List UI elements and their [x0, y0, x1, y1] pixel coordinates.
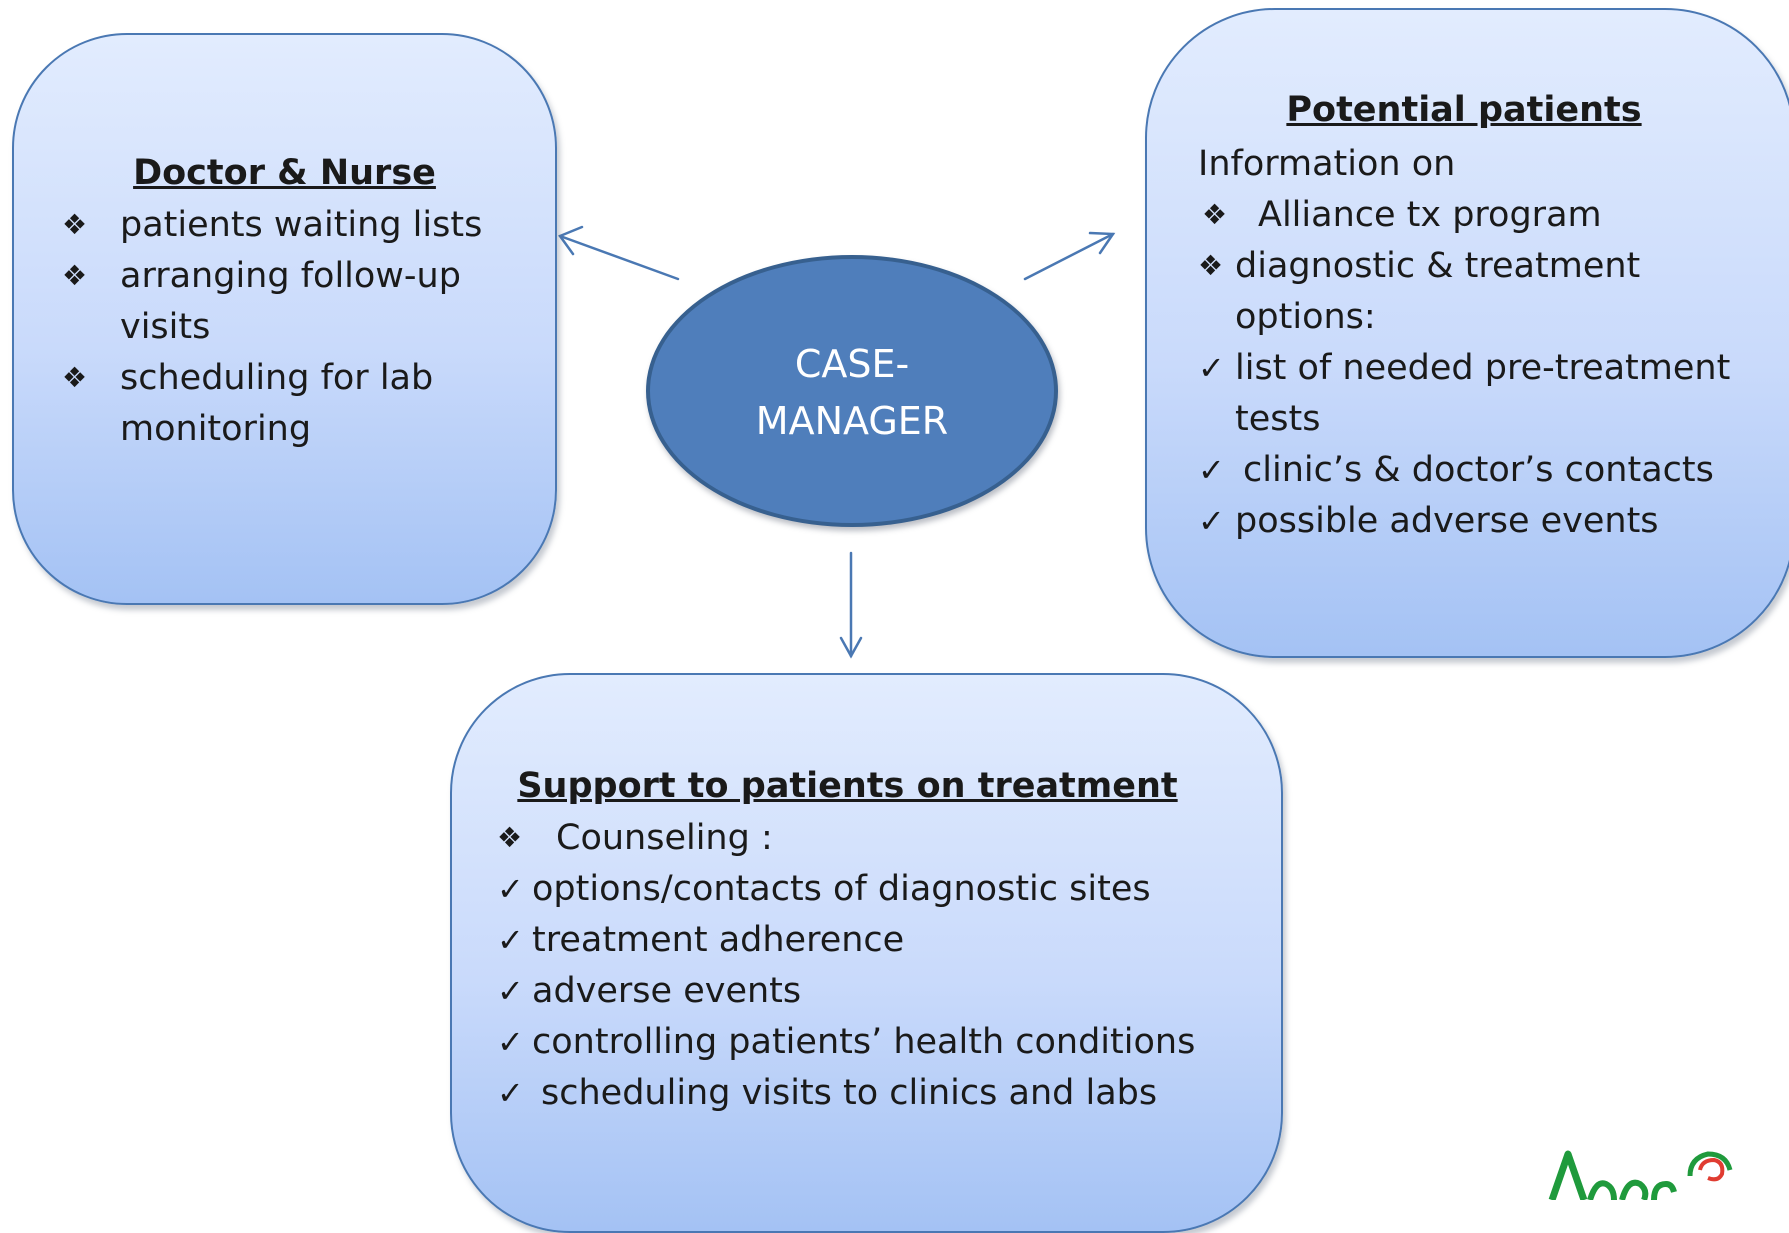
alliance-logo: [1548, 1150, 1733, 1200]
doctor-item-follow-up: arranging follow-up: [120, 256, 461, 296]
patients-item-adverse: possible adverse events: [1235, 501, 1659, 541]
support-item-diagnostic-sites: options/contacts of diagnostic sites: [532, 869, 1151, 909]
doctor-item-lab-scheduling-cont: monitoring: [120, 409, 312, 449]
support-item-adherence: treatment adherence: [532, 920, 905, 960]
arrow-to-patients: [1023, 232, 1115, 281]
potential-patients-title: Potential patients: [1286, 90, 1642, 130]
bullet-icon: ❖: [1202, 198, 1228, 231]
support-item-counseling: Counseling :: [556, 818, 773, 858]
patients-item-alliance: Alliance tx program: [1258, 195, 1602, 235]
support-title: Support to patients on treatment: [517, 766, 1178, 806]
bullet-icon: ❖: [62, 208, 88, 241]
connector-arrows: [558, 225, 1116, 659]
patients-item-contacts: clinic’s & doctor’s contacts: [1243, 450, 1714, 490]
doctor-nurse-title: Doctor & Nurse: [133, 153, 436, 193]
check-icon: ✓: [497, 870, 524, 908]
support-item-adverse: adverse events: [532, 971, 802, 1011]
check-icon: ✓: [497, 921, 524, 959]
case-manager-label: CASE- MANAGER: [755, 342, 949, 443]
support-item-health: controlling patients’ health conditions: [532, 1022, 1196, 1062]
bullet-icon: ❖: [62, 259, 88, 292]
check-icon: ✓: [1198, 451, 1225, 489]
check-icon: ✓: [1198, 502, 1225, 540]
bullet-icon: ❖: [497, 821, 523, 854]
support-item-visits: scheduling visits to clinics and labs: [541, 1073, 1158, 1113]
check-icon: ✓: [497, 1074, 524, 1112]
case-manager-node: [646, 255, 1058, 527]
patients-item-pretreatment: list of needed pre-treatment: [1235, 348, 1731, 388]
patients-item-options: diagnostic & treatment: [1235, 246, 1641, 286]
patients-item-options-cont: options:: [1235, 297, 1376, 337]
bullet-icon: ❖: [1198, 249, 1224, 282]
potential-patients-box: Potential patients Information on ❖ Alli…: [1145, 8, 1789, 658]
arrow-to-doctor: [558, 234, 680, 281]
doctor-item-waiting-lists: patients waiting lists: [120, 205, 483, 245]
doctor-item-lab-scheduling: scheduling for lab: [120, 358, 434, 398]
patients-intro: Information on: [1198, 144, 1456, 184]
check-icon: ✓: [497, 1023, 524, 1061]
doctor-nurse-box: Doctor & Nurse ❖ patients waiting lists …: [12, 33, 557, 605]
support-box: Support to patients on treatment ❖ Couns…: [450, 673, 1283, 1233]
doctor-item-follow-up-cont: visits: [120, 307, 211, 347]
bullet-icon: ❖: [62, 361, 88, 394]
check-icon: ✓: [1198, 349, 1225, 387]
patients-item-pretreatment-cont: tests: [1235, 399, 1321, 439]
check-icon: ✓: [497, 972, 524, 1010]
